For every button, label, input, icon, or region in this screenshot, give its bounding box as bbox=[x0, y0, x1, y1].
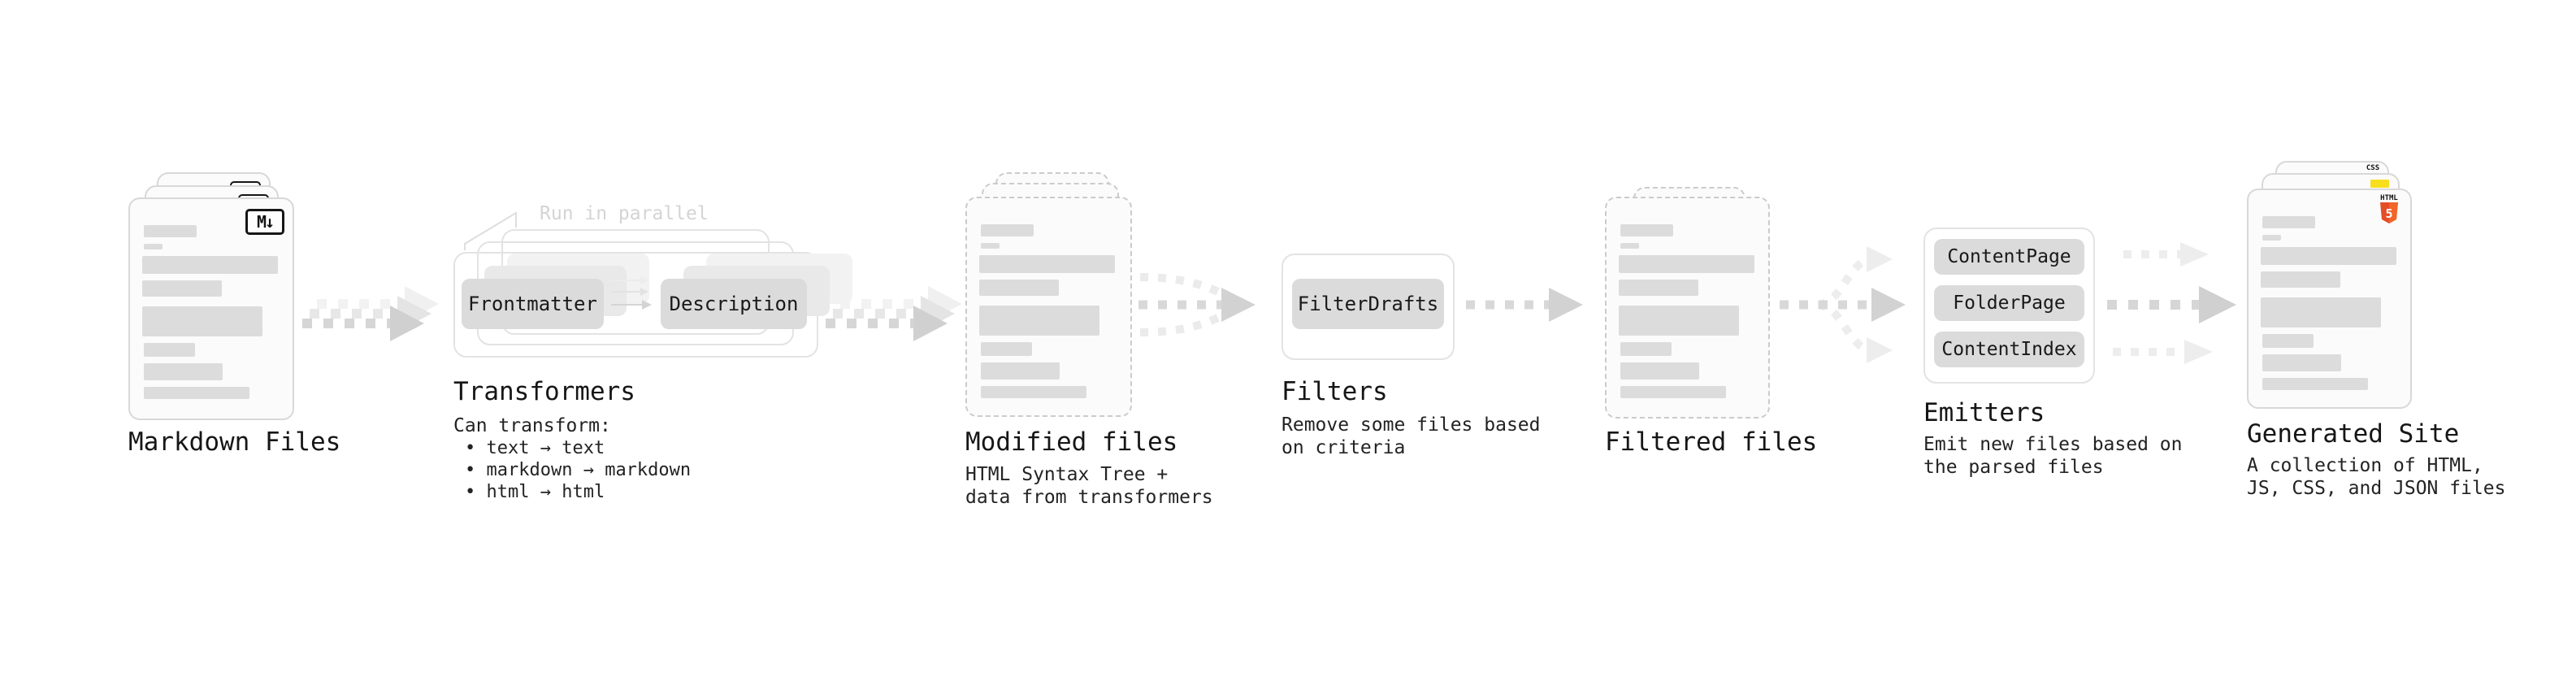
placeholder-bar bbox=[144, 387, 249, 399]
placeholder-bar bbox=[2261, 271, 2340, 288]
document-card-front: HTML 5 bbox=[2247, 189, 2412, 409]
placeholder-bar bbox=[144, 244, 163, 249]
placeholder-bar bbox=[142, 280, 222, 297]
modified-files-label: Modified files bbox=[965, 427, 1178, 457]
sublabel-line: the parsed files bbox=[1923, 457, 2104, 478]
filtered-files-node bbox=[1605, 187, 1800, 423]
markdown-files-label: Markdown Files bbox=[128, 427, 341, 457]
arrow-modified-to-filters-converge bbox=[1138, 273, 1255, 336]
arrow-filters-to-filtered bbox=[1466, 288, 1583, 322]
placeholder-bar bbox=[2262, 378, 2368, 390]
placeholder-bar bbox=[2262, 235, 2281, 241]
placeholder-bar bbox=[981, 224, 1034, 236]
placeholder-bar bbox=[979, 255, 1115, 273]
placeholder-bar bbox=[144, 225, 197, 237]
placeholder-bar bbox=[1620, 342, 1672, 356]
css-label: CSS bbox=[2366, 164, 2380, 172]
arrow-transformers-to-modified bbox=[826, 286, 962, 341]
html5-shield: 5 bbox=[2380, 202, 2398, 223]
html5-icon: HTML 5 bbox=[2380, 195, 2398, 223]
sublabel-line: A collection of HTML, bbox=[2247, 455, 2483, 476]
placeholder-bar bbox=[1620, 243, 1639, 249]
transformers-bullet-list: text → text markdown → markdown html → h… bbox=[465, 437, 692, 503]
placeholder-bar bbox=[144, 363, 223, 380]
filters-label: Filters bbox=[1281, 377, 1388, 406]
sublabel-line: on criteria bbox=[1281, 437, 1406, 458]
html5-label: HTML bbox=[2380, 194, 2398, 202]
folderpage-pill: FolderPage bbox=[1934, 285, 2084, 321]
bullet-item: markdown → markdown bbox=[465, 459, 692, 481]
markdown-files-node: M↓ M↓ M↓ bbox=[128, 172, 323, 424]
filterdrafts-pill: FilterDrafts bbox=[1292, 279, 1444, 329]
transformers-note-heading: Can transform: bbox=[453, 415, 611, 436]
placeholder-bar bbox=[2261, 297, 2381, 327]
frontmatter-pill: Frontmatter bbox=[462, 279, 604, 329]
contentpage-pill: ContentPage bbox=[1934, 239, 2084, 275]
transformers-label: Transformers bbox=[453, 377, 635, 406]
filtered-files-label: Filtered files bbox=[1605, 427, 1818, 457]
document-card-front bbox=[965, 197, 1132, 417]
document-card-front bbox=[1605, 197, 1770, 419]
sublabel-line: HTML Syntax Tree + bbox=[965, 464, 1169, 485]
placeholder-bar bbox=[1620, 362, 1699, 380]
description-pill: Description bbox=[661, 279, 807, 329]
placeholder-bar bbox=[1619, 306, 1739, 336]
emitters-sublabel: Emit new files based on the parsed files bbox=[1923, 433, 2183, 479]
sublabel-line: data from transformers bbox=[965, 487, 1213, 508]
placeholder-bar bbox=[981, 243, 1000, 249]
arrow-markdown-to-transformers bbox=[302, 286, 439, 341]
placeholder-bar bbox=[1620, 386, 1726, 398]
sublabel-line: JS, CSS, and JSON files bbox=[2247, 478, 2506, 499]
run-in-parallel-annotation: Run in parallel bbox=[540, 203, 709, 224]
document-card-front: M↓ bbox=[128, 197, 294, 420]
emitters-node: ContentPage FolderPage ContentIndex bbox=[1923, 228, 2095, 384]
arrow-filtered-to-emitters-diverge bbox=[1780, 246, 1906, 363]
generated-site-node: CSS HTML 5 bbox=[2247, 161, 2442, 413]
placeholder-bar bbox=[981, 386, 1086, 398]
contentindex-pill: ContentIndex bbox=[1934, 332, 2084, 367]
placeholder-bar bbox=[1620, 224, 1673, 236]
placeholder-bar bbox=[2261, 247, 2396, 265]
sublabel-line: Emit new files based on bbox=[1923, 434, 2183, 455]
placeholder-bar bbox=[979, 306, 1099, 336]
placeholder-bar bbox=[981, 342, 1032, 356]
markdown-icon: M↓ bbox=[245, 209, 284, 235]
placeholder-bar bbox=[142, 256, 278, 274]
modified-files-sublabel: HTML Syntax Tree + data from transformer… bbox=[965, 463, 1213, 509]
run-in-parallel-leader-line bbox=[464, 211, 517, 250]
placeholder-bar bbox=[144, 343, 195, 357]
placeholder-bar bbox=[142, 306, 262, 336]
placeholder-bar bbox=[979, 280, 1059, 296]
placeholder-bar bbox=[1619, 255, 1754, 273]
bullet-item: text → text bbox=[465, 437, 691, 459]
placeholder-bar bbox=[1619, 280, 1698, 296]
transform-flow-arrows bbox=[611, 276, 652, 310]
svg-text:5: 5 bbox=[2385, 206, 2392, 221]
placeholder-bar bbox=[2262, 216, 2315, 228]
filters-node: FilterDrafts bbox=[1281, 254, 1455, 360]
filters-sublabel: Remove some files based on criteria bbox=[1281, 414, 1541, 459]
js-file-icon bbox=[2370, 180, 2389, 188]
emitters-label: Emitters bbox=[1923, 398, 2045, 427]
arrow-emitters-to-generated bbox=[2107, 242, 2236, 364]
generated-site-label: Generated Site bbox=[2247, 419, 2460, 449]
bullet-item: html → html bbox=[465, 481, 691, 503]
placeholder-bar bbox=[2262, 354, 2341, 371]
modified-files-node bbox=[965, 172, 1160, 424]
sublabel-line: Remove some files based bbox=[1281, 414, 1541, 436]
placeholder-bar bbox=[981, 362, 1060, 380]
placeholder-bar bbox=[2262, 334, 2314, 348]
generated-site-sublabel: A collection of HTML, JS, CSS, and JSON … bbox=[2247, 454, 2506, 500]
transformers-node: Frontmatter Description bbox=[453, 229, 852, 367]
